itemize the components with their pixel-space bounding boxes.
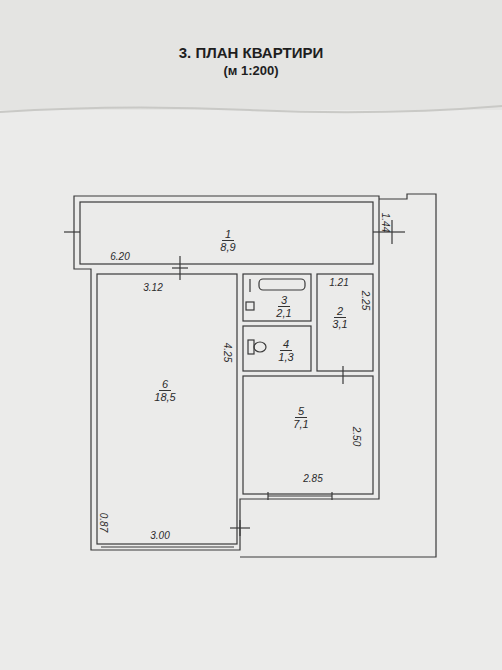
dimension: 3.12 [143,282,162,293]
scale-caption: (м 1:200) [0,63,502,78]
dimension: 1.44 [381,212,392,231]
room-wall [243,376,373,494]
room-wall [97,274,237,544]
room-wall [80,202,373,264]
bathtub [259,279,305,290]
room: 23,1 [320,298,360,336]
room-wall [317,274,373,371]
room-wall [243,326,311,371]
door-mark [239,520,240,536]
room-number: 5 [295,405,307,418]
room-number: 1 [222,228,234,241]
room-number: 6 [159,378,171,391]
outside-line [240,194,436,557]
plan-title: 3. ПЛАН КВАРТИРИ [0,44,502,61]
dimension: 2.50 [352,426,363,445]
room: 41,3 [266,332,306,368]
room-number: 3 [278,294,290,307]
room-number: 4 [280,338,292,351]
room-wall [243,274,311,321]
room-area: 8,9 [220,241,235,253]
window [331,492,332,500]
toilet [254,342,266,352]
outer-wall [74,196,379,550]
paper-top [0,0,502,110]
bath-fixture [249,279,250,292]
room: 57,1 [266,396,336,438]
window [101,546,234,547]
dimension: 2.85 [303,473,322,484]
room: 618,5 [120,368,210,412]
sleeve-edge [0,106,502,112]
room: 32,1 [262,292,306,320]
toilet-tank [248,340,254,354]
door-mark [172,267,188,268]
dimension: 1.21 [329,277,348,288]
dimension: 3.00 [150,530,169,541]
dimension: 2.25 [361,290,372,309]
room-area: 2,1 [276,307,291,319]
window [267,492,268,500]
room-area: 3,1 [332,318,347,330]
room-area: 1,3 [278,351,293,363]
window-mark [64,231,80,232]
washbasin [246,302,254,310]
room-area: 7,1 [293,418,308,430]
window-mark [391,220,392,244]
window [268,495,332,496]
room-number: 2 [334,305,346,318]
dimension: 4.25 [223,342,234,361]
room-area: 18,5 [154,391,175,403]
door-mark [342,366,343,384]
paper-sleeve [0,110,502,670]
dimension: 6.20 [110,251,129,262]
room: 18,9 [178,220,278,260]
dimension: 0.87 [99,512,110,531]
